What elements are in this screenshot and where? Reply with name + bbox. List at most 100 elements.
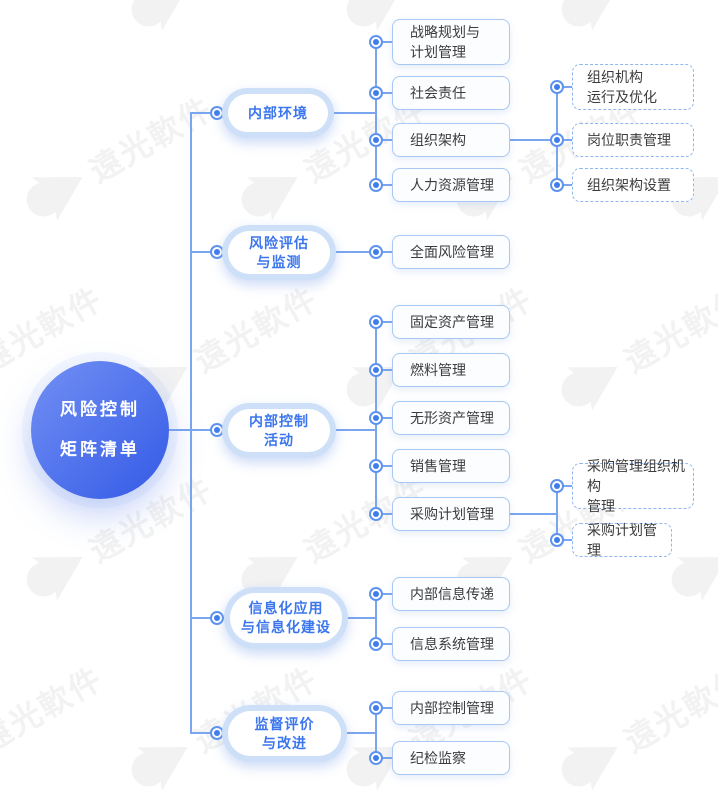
collapse-handle-icon[interactable] (369, 245, 383, 259)
connector-line (557, 485, 572, 487)
branch-internal-environment[interactable]: 内部环境 (222, 88, 334, 138)
brand-logo-icon (16, 154, 96, 230)
brand-logo-icon (121, 724, 201, 792)
connector-line (191, 429, 224, 431)
grandchild-org-structure-setup[interactable]: 组织架构设置 (572, 168, 694, 202)
connector-line (191, 617, 224, 619)
root-node[interactable]: 风险控制 矩阵清单 (31, 361, 169, 499)
connector-line (376, 643, 392, 645)
watermark-text: 遠光軟件 (618, 660, 718, 760)
connector-line (191, 251, 224, 253)
grandchild-org-operation-optimization[interactable]: 组织机构 运行及优化 (572, 64, 694, 110)
child-human-resources-management[interactable]: 人力资源管理 (392, 168, 510, 202)
collapse-handle-icon[interactable] (369, 411, 383, 425)
brand-logo-icon (16, 534, 96, 610)
connector-line (557, 184, 572, 186)
grandchild-post-responsibility-management[interactable]: 岗位职责管理 (572, 123, 694, 157)
child-fuel-management[interactable]: 燃料管理 (392, 353, 510, 387)
watermark-tile: 遠光軟件 (336, 271, 542, 420)
watermark-tile: 遠光軟件 (0, 651, 112, 792)
collapse-handle-icon[interactable] (369, 459, 383, 473)
connector-line (190, 112, 192, 734)
connector-line (376, 184, 392, 186)
watermark-text: 遠光軟件 (185, 0, 326, 2)
watermark-text: 遠光軟件 (83, 90, 220, 190)
collapse-handle-icon[interactable] (369, 751, 383, 765)
connector-line (557, 139, 572, 141)
watermark-text: 遠光軟件 (188, 280, 325, 380)
child-comprehensive-risk-management[interactable]: 全面风险管理 (392, 235, 510, 269)
child-strategic-planning-management[interactable]: 战略规划与 计划管理 (392, 19, 510, 65)
watermark-tile: 遠光軟件 (551, 271, 718, 420)
watermark-text: 遠光軟件 (400, 0, 541, 2)
collapse-handle-icon[interactable] (210, 611, 224, 625)
branch-risk-assessment-monitoring[interactable]: 风险评估 与监测 (222, 225, 336, 280)
connector-line (510, 139, 557, 141)
connector-line (557, 539, 572, 541)
collapse-handle-icon[interactable] (550, 533, 564, 547)
connector-line (376, 513, 392, 515)
collapse-handle-icon[interactable] (369, 587, 383, 601)
child-procurement-plan-management[interactable]: 采购计划管理 (392, 497, 510, 531)
collapse-handle-icon[interactable] (550, 178, 564, 192)
child-sales-management[interactable]: 销售管理 (392, 449, 510, 483)
connector-line (191, 112, 224, 114)
connector-line (376, 321, 392, 323)
child-information-system-management[interactable]: 信息系统管理 (392, 627, 510, 661)
child-discipline-inspection[interactable]: 纪检监察 (392, 741, 510, 775)
brand-logo-icon (121, 0, 201, 41)
child-social-responsibility[interactable]: 社会责任 (392, 76, 510, 110)
connector-line (510, 513, 557, 515)
watermark-text: 遠光軟件 (0, 0, 111, 2)
collapse-handle-icon[interactable] (369, 637, 383, 651)
collapse-handle-icon[interactable] (369, 315, 383, 329)
connector-line (375, 593, 377, 645)
watermark-text: 遠光軟件 (0, 660, 110, 760)
branch-it-application-construction[interactable]: 信息化应用 与信息化建设 (224, 587, 348, 649)
watermark-text: 遠光軟件 (615, 0, 718, 2)
collapse-handle-icon[interactable] (369, 86, 383, 100)
branch-label: 内部控制 活动 (228, 409, 330, 452)
brand-logo-icon (551, 0, 631, 41)
child-fixed-assets-management[interactable]: 固定资产管理 (392, 305, 510, 339)
root-label: 风险控制 矩阵清单 (60, 400, 140, 459)
connector-line (348, 617, 377, 619)
connector-line (169, 429, 192, 431)
connector-line (556, 485, 558, 541)
watermark-tile: 遠光軟件 (551, 651, 718, 792)
branch-internal-control-activities[interactable]: 内部控制 活动 (222, 403, 336, 458)
branch-label: 内部环境 (228, 94, 328, 132)
connector-line (375, 41, 377, 187)
child-intangible-assets-management[interactable]: 无形资产管理 (392, 401, 510, 435)
collapse-handle-icon[interactable] (369, 507, 383, 521)
connector-line (336, 429, 377, 431)
collapse-handle-icon[interactable] (550, 133, 564, 147)
collapse-handle-icon[interactable] (369, 701, 383, 715)
connector-line (376, 707, 392, 709)
collapse-handle-icon[interactable] (369, 178, 383, 192)
collapse-handle-icon[interactable] (550, 80, 564, 94)
child-internal-control-management[interactable]: 内部控制管理 (392, 691, 510, 725)
watermark-tile: 遠光軟件 (121, 0, 327, 41)
grandchild-procurement-plan-management[interactable]: 采购计划管理 (572, 522, 672, 558)
collapse-handle-icon[interactable] (369, 133, 383, 147)
branch-label: 监督评价 与改进 (228, 711, 341, 756)
collapse-handle-icon[interactable] (369, 363, 383, 377)
child-internal-information-transfer[interactable]: 内部信息传递 (392, 577, 510, 611)
connector-line (347, 732, 377, 734)
branch-label: 信息化应用 与信息化建设 (230, 593, 342, 643)
connector-line (336, 251, 392, 253)
connector-line (334, 112, 377, 114)
collapse-handle-icon[interactable] (550, 479, 564, 493)
connector-line (376, 139, 392, 141)
connector-line (376, 593, 392, 595)
branch-supervision-evaluation-improvement[interactable]: 监督评价 与改进 (222, 705, 347, 762)
branch-label: 风险评估 与监测 (228, 231, 330, 274)
connector-line (557, 86, 572, 88)
child-organization-structure[interactable]: 组织架构 (392, 123, 510, 157)
brand-logo-icon (231, 154, 311, 230)
grandchild-procurement-org-management[interactable]: 采购管理组织机构 管理 (572, 458, 694, 514)
watermark-text: 遠光軟件 (618, 280, 718, 380)
collapse-handle-icon[interactable] (369, 35, 383, 49)
connector-line (376, 92, 392, 94)
